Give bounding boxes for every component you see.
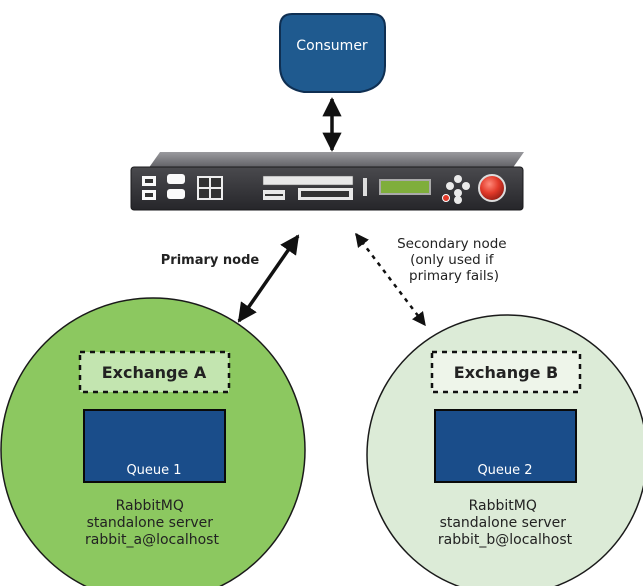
node-a: Exchange A Queue 1 RabbitMQ standalone s… (0, 297, 306, 586)
server-b-line: RabbitMQ (469, 498, 537, 514)
secondary-label-line: (only used if (410, 252, 495, 268)
exchange-a-box (78, 350, 231, 394)
queue-1-label: Queue 1 (126, 463, 181, 478)
secondary-label-line: primary fails) (409, 268, 499, 284)
exchange-b-label: Exchange B (454, 363, 558, 382)
node-b: Exchange B Queue 2 RabbitMQ standalone s… (366, 314, 643, 586)
queue-2-label: Queue 2 (477, 463, 532, 478)
power-button-icon (478, 174, 506, 202)
secondary-link-arrow (355, 232, 426, 327)
consumer-label: Consumer (296, 38, 368, 54)
secondary-node-label: Secondary node (only used if primary fai… (397, 236, 511, 284)
rack-server (130, 152, 524, 211)
server-a-line: RabbitMQ (116, 498, 184, 514)
node-b-server-label: RabbitMQ standalone server rabbit_b@loca… (438, 498, 573, 548)
nav-pad-icon (442, 175, 470, 204)
exchange-b-box (430, 350, 582, 394)
drive-bay-icon (167, 174, 185, 199)
node-a-server-label: RabbitMQ standalone server rabbit_a@loca… (85, 498, 219, 548)
secondary-label-line: Secondary node (397, 236, 506, 252)
server-a-line: standalone server (87, 515, 214, 531)
queue-1-box (83, 409, 226, 483)
server-top (148, 152, 524, 169)
consumer-node: Consumer (279, 13, 386, 93)
exchange-a-label: Exchange A (102, 363, 207, 382)
usb-port-icon (197, 176, 223, 200)
server-b-line: standalone server (440, 515, 567, 531)
consumer-shape (279, 13, 386, 93)
queue-2-box (434, 409, 577, 483)
primary-node-label: Primary node (161, 253, 260, 268)
lcd-panel (379, 179, 431, 195)
server-b-line: rabbit_b@localhost (438, 532, 573, 548)
port-block-icon (142, 176, 156, 200)
indicator-slot (363, 178, 367, 196)
disk-slot-icon (262, 175, 354, 200)
primary-link-arrow (237, 234, 300, 323)
server-a-line: rabbit_a@localhost (85, 532, 219, 548)
